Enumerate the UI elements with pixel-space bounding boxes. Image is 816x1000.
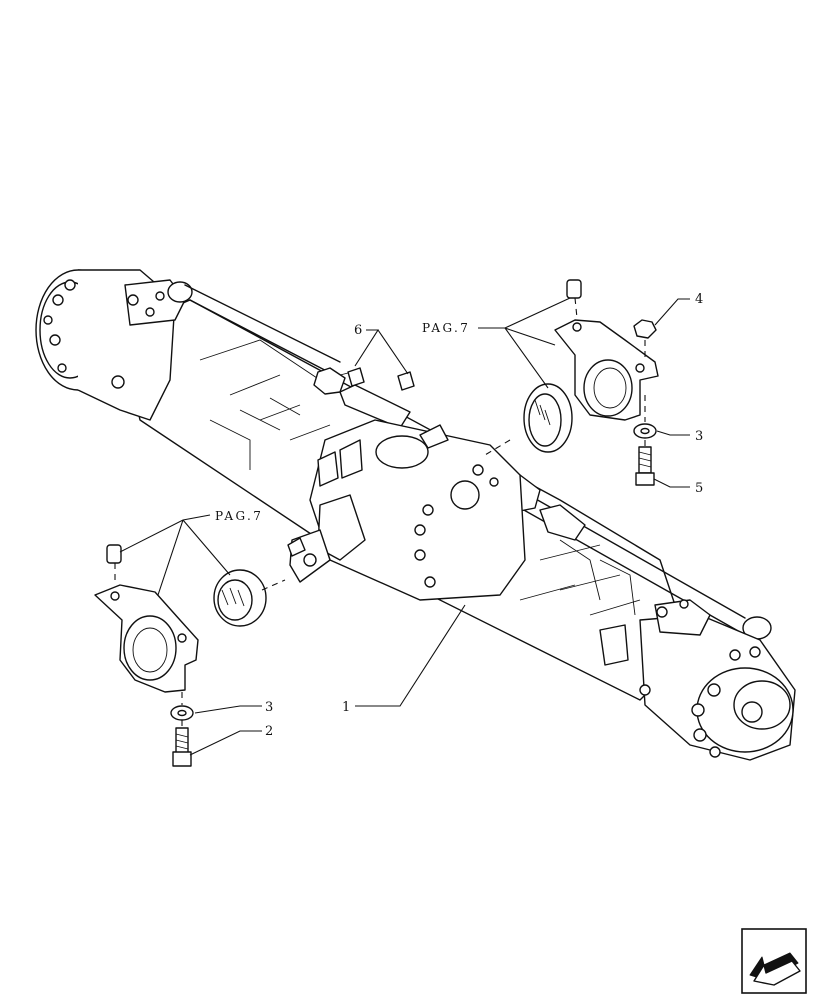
callout-labels: 1 2 3 3 4 5 6 PAG.7 PAG.7 [215,292,703,739]
previous-page-arrow-icon [741,928,807,994]
page-ref-right: PAG.7 [422,321,470,335]
callout-5: 5 [695,481,703,496]
leader-lines [119,297,690,756]
callout-4: 4 [695,292,703,307]
assembly-axis-lines [114,297,646,728]
callout-1: 1 [342,700,350,715]
callout-6: 6 [354,323,362,338]
left-exploded-parts [94,544,267,767]
callout-3-right: 3 [695,429,703,444]
callout-3-left: 3 [265,700,273,715]
front-axle-assembly [35,269,796,761]
right-exploded-parts [523,279,659,486]
previous-page-button[interactable] [740,927,808,995]
page-ref-left: PAG.7 [215,509,263,523]
grease-nipples [347,367,415,391]
callout-2: 2 [265,724,273,739]
